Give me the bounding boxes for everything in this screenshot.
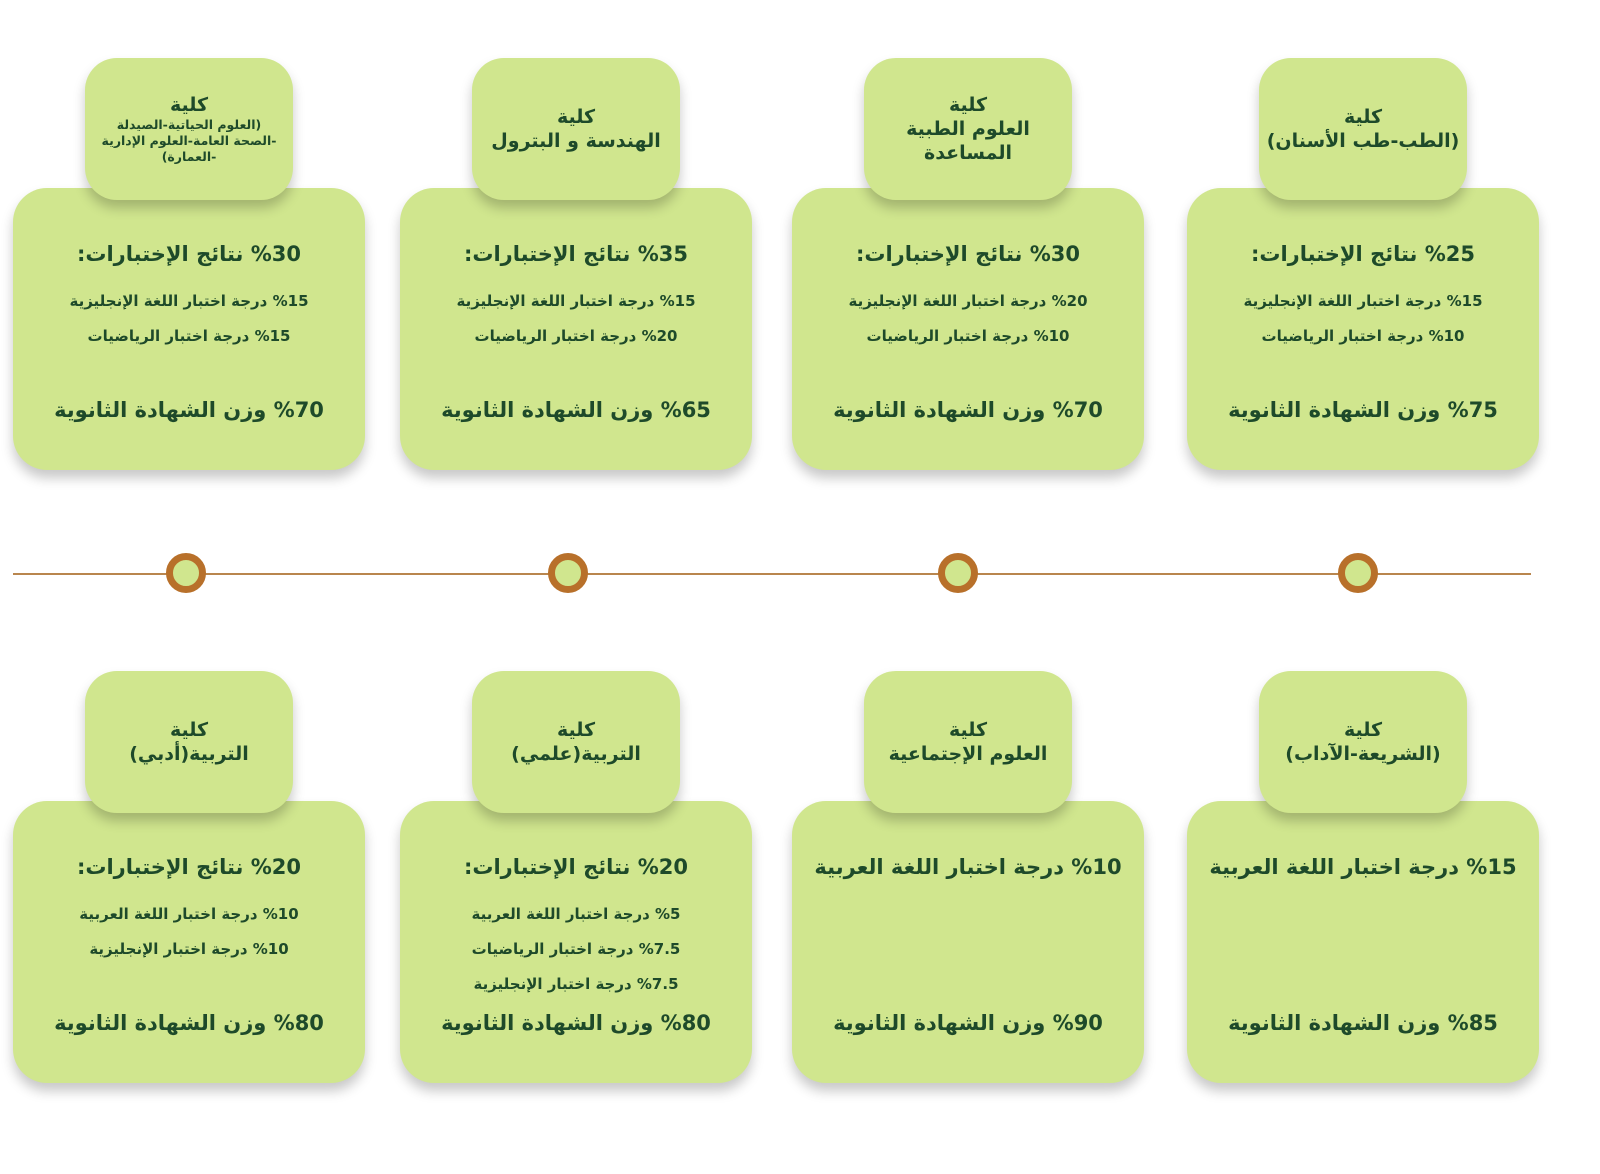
timeline-line bbox=[13, 573, 1531, 575]
criteria-box: %30 نتائج الإختبارات: %15 درجة اختبار الل… bbox=[13, 188, 365, 470]
test-item: %10 درجة اختبار الرياضيات bbox=[1261, 327, 1465, 345]
secondary-certificate-weight: %80 وزن الشهادة الثانوية bbox=[441, 1011, 711, 1035]
criteria-box: %35 نتائج الإختبارات: %15 درجة اختبار الل… bbox=[400, 188, 752, 470]
secondary-certificate-weight: %90 وزن الشهادة الثانوية bbox=[833, 1011, 1103, 1035]
tests-heading: %30 نتائج الإختبارات: bbox=[76, 242, 302, 266]
college-name-line: المساعدة bbox=[923, 142, 1013, 164]
test-item: %7.5 درجة اختبار الإنجليزية bbox=[473, 975, 679, 993]
college-label: كلية bbox=[169, 94, 209, 116]
college-name-line: (العلوم الحياتية-الصيدلة bbox=[116, 117, 262, 132]
tests-heading: %20 نتائج الإختبارات: bbox=[463, 855, 689, 879]
college-label: كلية bbox=[556, 106, 596, 128]
test-item: %7.5 درجة اختبار الرياضيات bbox=[471, 940, 681, 958]
college-name-tab: كلية(الشريعة-الآداب) bbox=[1259, 671, 1467, 813]
test-item: %10 درجة اختبار اللغة العربية bbox=[79, 905, 299, 923]
college-name-line: التربية(أدبي) bbox=[129, 743, 249, 765]
college-name-tab: كلية(الطب-طب الأسنان) bbox=[1259, 58, 1467, 200]
test-item: %15 درجة اختبار اللغة الإنجليزية bbox=[1243, 292, 1483, 310]
test-item: %10 درجة اختبار الرياضيات bbox=[866, 327, 1070, 345]
college-name-tab: كلية(العلوم الحياتية-الصيدلة-الصحة العام… bbox=[85, 58, 293, 200]
criteria-box: %10 درجة اختبار اللغة العربية %90 وزن الش… bbox=[792, 801, 1144, 1083]
college-label: كلية bbox=[1343, 106, 1383, 128]
test-items-list: %15 درجة اختبار اللغة الإنجليزية %20 درجة… bbox=[400, 284, 752, 354]
test-items-list: %15 درجة اختبار اللغة الإنجليزية %10 درجة… bbox=[1187, 284, 1539, 354]
test-item: %5 درجة اختبار اللغة العربية bbox=[471, 905, 681, 923]
tests-heading: %15 درجة اختبار اللغة العربية bbox=[1209, 855, 1517, 879]
college-card: كلية(الطب-طب الأسنان)%25 نتائج الإختبارا… bbox=[1187, 58, 1539, 498]
secondary-certificate-weight: %70 وزن الشهادة الثانوية bbox=[54, 398, 324, 422]
secondary-certificate-weight: %85 وزن الشهادة الثانوية bbox=[1228, 1011, 1498, 1035]
secondary-certificate-weight: %65 وزن الشهادة الثانوية bbox=[441, 398, 711, 422]
criteria-box: %20 نتائج الإختبارات: %5 درجة اختبار اللغ… bbox=[400, 801, 752, 1083]
criteria-box: %20 نتائج الإختبارات: %10 درجة اختبار الل… bbox=[13, 801, 365, 1083]
college-label: كلية bbox=[948, 719, 988, 741]
tests-heading: %10 درجة اختبار اللغة العربية bbox=[814, 855, 1122, 879]
college-name-line: (الشريعة-الآداب) bbox=[1285, 743, 1441, 765]
tests-heading: %30 نتائج الإختبارات: bbox=[855, 242, 1081, 266]
college-label: كلية bbox=[169, 719, 209, 741]
test-items-list: %5 درجة اختبار اللغة العربية %7.5 درجة اخ… bbox=[400, 897, 752, 1002]
timeline-node-2 bbox=[938, 553, 978, 593]
test-item: %20 درجة اختبار الرياضيات bbox=[474, 327, 678, 345]
test-item: %20 درجة اختبار اللغة الإنجليزية bbox=[848, 292, 1088, 310]
test-items-list: %20 درجة اختبار اللغة الإنجليزية %10 درجة… bbox=[792, 284, 1144, 354]
criteria-box: %30 نتائج الإختبارات: %20 درجة اختبار الل… bbox=[792, 188, 1144, 470]
timeline-node-1 bbox=[1338, 553, 1378, 593]
college-name-line: العلوم الإجتماعية bbox=[888, 743, 1048, 765]
college-name-line: العلوم الطبية bbox=[906, 118, 1030, 140]
college-name-line: الهندسة و البترول bbox=[491, 130, 661, 152]
tests-heading: %25 نتائج الإختبارات: bbox=[1250, 242, 1476, 266]
tests-heading: %35 نتائج الإختبارات: bbox=[463, 242, 689, 266]
secondary-certificate-weight: %70 وزن الشهادة الثانوية bbox=[833, 398, 1103, 422]
timeline-node-3 bbox=[548, 553, 588, 593]
test-items-list: %10 درجة اختبار اللغة العربية %10 درجة اخ… bbox=[13, 897, 365, 967]
secondary-certificate-weight: %75 وزن الشهادة الثانوية bbox=[1228, 398, 1498, 422]
college-card: كلية(العلوم الحياتية-الصيدلة-الصحة العام… bbox=[13, 58, 365, 498]
test-item: %15 درجة اختبار اللغة الإنجليزية bbox=[69, 292, 309, 310]
test-item: %15 درجة اختبار اللغة الإنجليزية bbox=[456, 292, 696, 310]
tests-heading: %20 نتائج الإختبارات: bbox=[76, 855, 302, 879]
test-items-list: %15 درجة اختبار اللغة الإنجليزية %15 درجة… bbox=[13, 284, 365, 354]
timeline-node-4 bbox=[166, 553, 206, 593]
test-item: %15 درجة اختبار الرياضيات bbox=[87, 327, 291, 345]
college-label: كلية bbox=[1343, 719, 1383, 741]
college-name-line: (الطب-طب الأسنان) bbox=[1266, 130, 1460, 152]
criteria-box: %25 نتائج الإختبارات: %15 درجة اختبار الل… bbox=[1187, 188, 1539, 470]
test-item: %10 درجة اختبار الإنجليزية bbox=[89, 940, 289, 958]
college-name-line: التربية(علمي) bbox=[511, 743, 641, 765]
college-label: كلية bbox=[556, 719, 596, 741]
college-name-line: -العمارة) bbox=[161, 149, 217, 164]
college-label: كلية bbox=[948, 94, 988, 116]
college-card: كلية(الشريعة-الآداب)%15 درجة اختبار اللغ… bbox=[1187, 671, 1539, 1111]
criteria-box: %15 درجة اختبار اللغة العربية %85 وزن الش… bbox=[1187, 801, 1539, 1083]
college-name-line: -الصحة العامة-العلوم الإدارية bbox=[101, 133, 277, 148]
secondary-certificate-weight: %80 وزن الشهادة الثانوية bbox=[54, 1011, 324, 1035]
